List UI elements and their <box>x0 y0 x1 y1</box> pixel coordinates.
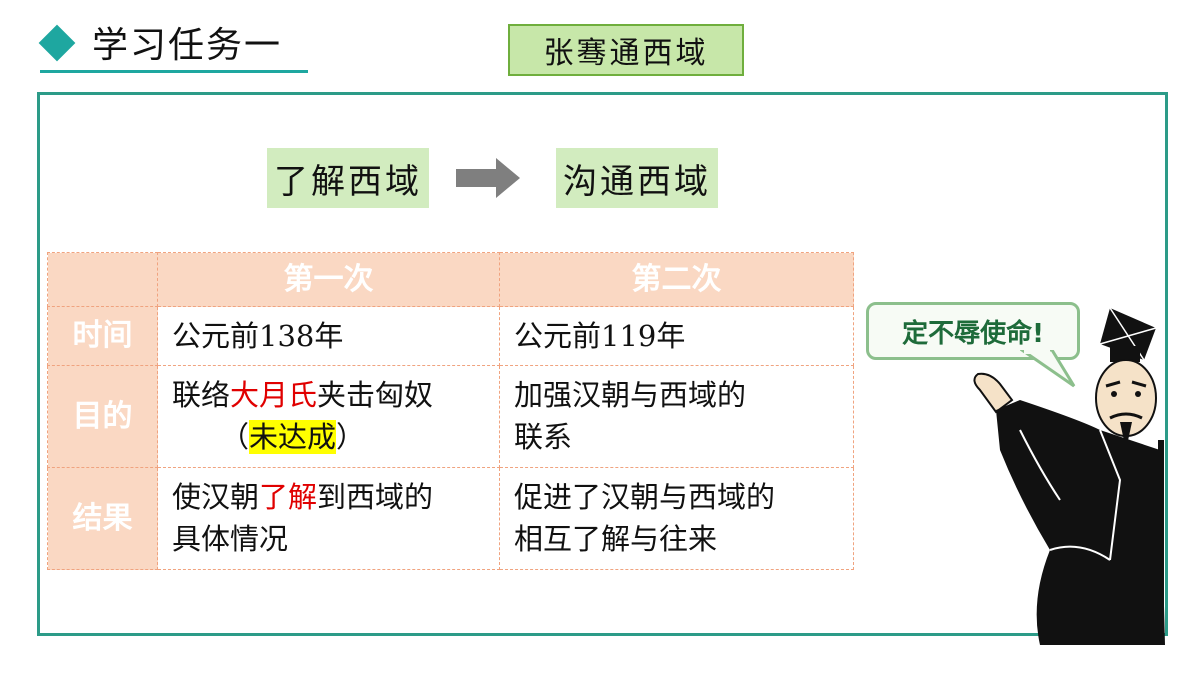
cell-goal-first: 联络大月氏夹击匈奴 （未达成） <box>157 365 500 468</box>
title-underline <box>40 70 308 73</box>
table-row-result: 结果 使汉朝了解到西域的 具体情况 促进了汉朝与西域的 相互了解与往来 <box>47 467 854 570</box>
column-header-first: 第一次 <box>157 252 500 307</box>
result-first-post: 到西域的 <box>317 480 434 514</box>
row-header-result: 结果 <box>47 467 158 570</box>
comparison-table: 第一次 第二次 时间 公元前138年 公元前119年 目的 联络大月氏夹击匈奴 … <box>47 252 854 570</box>
column-header-second: 第二次 <box>499 252 854 307</box>
table-header-row: 第一次 第二次 <box>47 252 854 307</box>
goal-first-highlight: 未达成 <box>249 420 337 454</box>
topic-label: 张骞通西域 <box>508 24 744 76</box>
row-header-time: 时间 <box>47 306 158 366</box>
result-second-line1: 促进了汉朝与西域的 <box>514 480 776 514</box>
cell-time-second: 公元前119年 <box>499 306 854 366</box>
result-second-line2: 相互了解与往来 <box>514 522 718 556</box>
goal-first-red: 大月氏 <box>230 378 318 412</box>
page-title: 学习任务一 <box>92 25 283 66</box>
table-corner-cell <box>47 252 158 307</box>
goal-first-post: 夹击匈奴 <box>317 378 434 412</box>
right-arrow-icon <box>456 158 520 198</box>
goal-second-line1: 加强汉朝与西域的 <box>514 378 747 412</box>
cell-time-first: 公元前138年 <box>157 306 500 366</box>
column-header-first-label: 第一次 <box>283 262 374 297</box>
speech-bubble-tail <box>1020 350 1076 388</box>
cell-result-first: 使汉朝了解到西域的 具体情况 <box>157 467 500 570</box>
paren-close: ） <box>336 420 366 454</box>
cell-result-second: 促进了汉朝与西域的 相互了解与往来 <box>499 467 854 570</box>
row-header-goal: 目的 <box>47 365 158 468</box>
result-first-line2: 具体情况 <box>172 522 289 556</box>
result-first-pre: 使汉朝 <box>172 480 260 514</box>
goal-first-pre: 联络 <box>172 378 231 412</box>
cell-goal-second: 加强汉朝与西域的 联系 <box>499 365 854 468</box>
result-first-red: 了解 <box>259 480 318 514</box>
diamond-icon <box>38 24 76 62</box>
goal-second-line2: 联系 <box>514 420 573 454</box>
zhang-qian-figure-icon <box>973 307 1165 645</box>
column-header-second-label: 第二次 <box>631 262 722 297</box>
flow-step-understand: 了解西域 <box>267 148 429 208</box>
content-frame <box>37 92 1168 636</box>
table-row-time: 时间 公元前138年 公元前119年 <box>47 306 854 366</box>
goal-first-note: （未达成） <box>172 416 365 458</box>
flow-step-communicate: 沟通西域 <box>556 148 718 208</box>
table-row-goal: 目的 联络大月氏夹击匈奴 （未达成） 加强汉朝与西域的 联系 <box>47 365 854 468</box>
paren-open: （ <box>220 420 250 454</box>
